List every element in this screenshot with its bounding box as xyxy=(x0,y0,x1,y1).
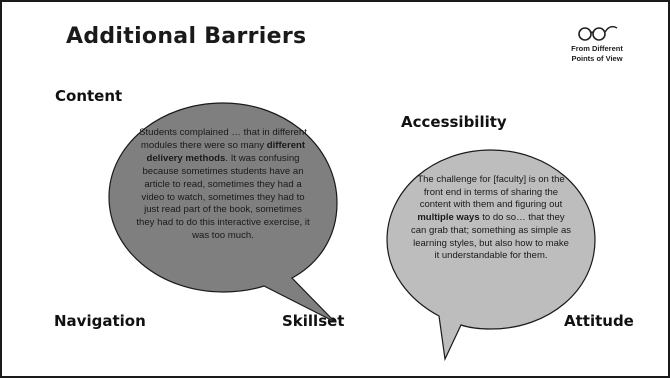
slide-title: Additional Barriers xyxy=(66,24,307,49)
speech-bubble-2 xyxy=(386,149,596,362)
logo-text: From Different Points of View xyxy=(562,44,632,64)
bubble-1-text: Students complained … that in different … xyxy=(134,127,312,243)
bubble-1-text-bold: different delivery methods xyxy=(146,139,306,164)
label-attitude: Attitude xyxy=(564,312,634,330)
bubble-1-text-end: . It was confusing because sometimes stu… xyxy=(136,152,310,242)
bubble-2-text-bold: multiple ways xyxy=(417,212,480,224)
bubble-2-text: The challenge for [faculty] is on the fr… xyxy=(410,174,572,263)
speech-bubble-1 xyxy=(108,102,338,323)
logo: From Different Points of View xyxy=(562,22,632,72)
bubble-2-text-end: to do so… that they can grab that; somet… xyxy=(410,212,571,262)
label-navigation: Navigation xyxy=(54,312,146,330)
eyeglasses-icon xyxy=(578,25,618,41)
label-accessibility: Accessibility xyxy=(401,113,507,131)
bubble-2-text-start: The challenge for [faculty] is on the fr… xyxy=(417,174,565,211)
logo-line-1: From Different xyxy=(571,44,623,53)
label-content: Content xyxy=(55,87,123,105)
logo-line-2: Points of View xyxy=(571,54,623,63)
bubble-1-text-start: Students complained … that in different … xyxy=(139,127,307,151)
